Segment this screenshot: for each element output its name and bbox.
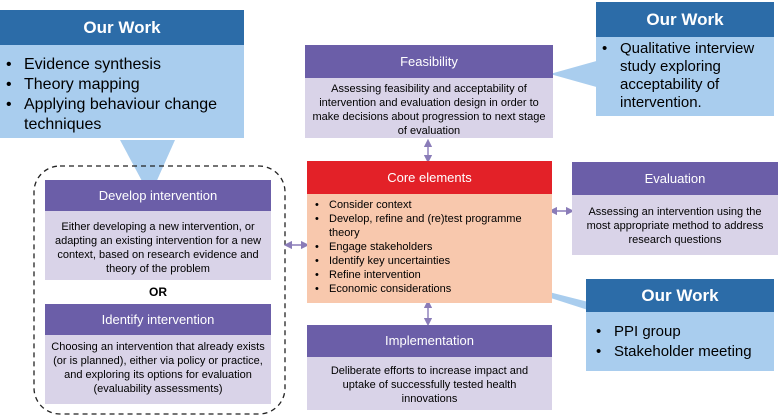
our-work-left-item: Theory mapping	[2, 75, 236, 95]
evaluation-box: Evaluation Assessing an intervention usi…	[572, 162, 778, 255]
our-work-left-item: Applying behaviour change techniques	[2, 95, 236, 135]
develop-intervention-box: Develop intervention Either developing a…	[45, 180, 271, 280]
core-element-item: Refine intervention	[307, 268, 546, 282]
implementation-text: Deliberate efforts to increase impact an…	[307, 357, 552, 410]
evaluation-text: Assessing an intervention using the most…	[572, 195, 778, 255]
core-element-item: Identify key uncertainties	[307, 254, 546, 268]
our-work-top-right-title: Our Work	[596, 2, 774, 37]
core-element-item: Economic considerations	[307, 282, 546, 296]
core-elements-title: Core elements	[307, 161, 552, 194]
our-work-left-callout: Our Work Evidence synthesis Theory mappi…	[0, 10, 244, 138]
core-element-item: Engage stakeholders	[307, 240, 546, 254]
our-work-left-item: Evidence synthesis	[2, 55, 236, 75]
implementation-box: Implementation Deliberate efforts to inc…	[307, 325, 552, 410]
our-work-bottom-right-item: Stakeholder meeting	[592, 342, 768, 362]
evaluation-title: Evaluation	[572, 162, 778, 195]
feasibility-box: Feasibility Assessing feasibility and ac…	[305, 45, 553, 138]
identify-intervention-box: Identify intervention Choosing an interv…	[45, 304, 271, 404]
develop-intervention-title: Develop intervention	[45, 180, 271, 211]
core-element-item: Consider context	[307, 198, 546, 212]
core-elements-box: Core elements Consider context Develop, …	[307, 161, 552, 303]
feasibility-title: Feasibility	[305, 45, 553, 78]
our-work-bottom-right-callout: Our Work PPI group Stakeholder meeting	[586, 279, 774, 371]
identify-intervention-text: Choosing an intervention that already ex…	[45, 335, 271, 404]
core-element-item: Develop, refine and (re)test programme t…	[307, 212, 546, 240]
or-label: OR	[149, 285, 167, 299]
our-work-bottom-right-title: Our Work	[586, 279, 774, 312]
our-work-top-right-item: Qualitative interview study exploring ac…	[598, 40, 768, 112]
develop-intervention-text: Either developing a new intervention, or…	[45, 211, 271, 280]
our-work-bottom-right-item: PPI group	[592, 322, 768, 342]
our-work-left-title: Our Work	[0, 10, 244, 45]
implementation-title: Implementation	[307, 325, 552, 357]
feasibility-text: Assessing feasibility and acceptability …	[305, 78, 553, 138]
our-work-top-right-callout: Our Work Qualitative interview study exp…	[596, 2, 774, 116]
callout-tail-top-right	[550, 60, 600, 88]
identify-intervention-title: Identify intervention	[45, 304, 271, 335]
